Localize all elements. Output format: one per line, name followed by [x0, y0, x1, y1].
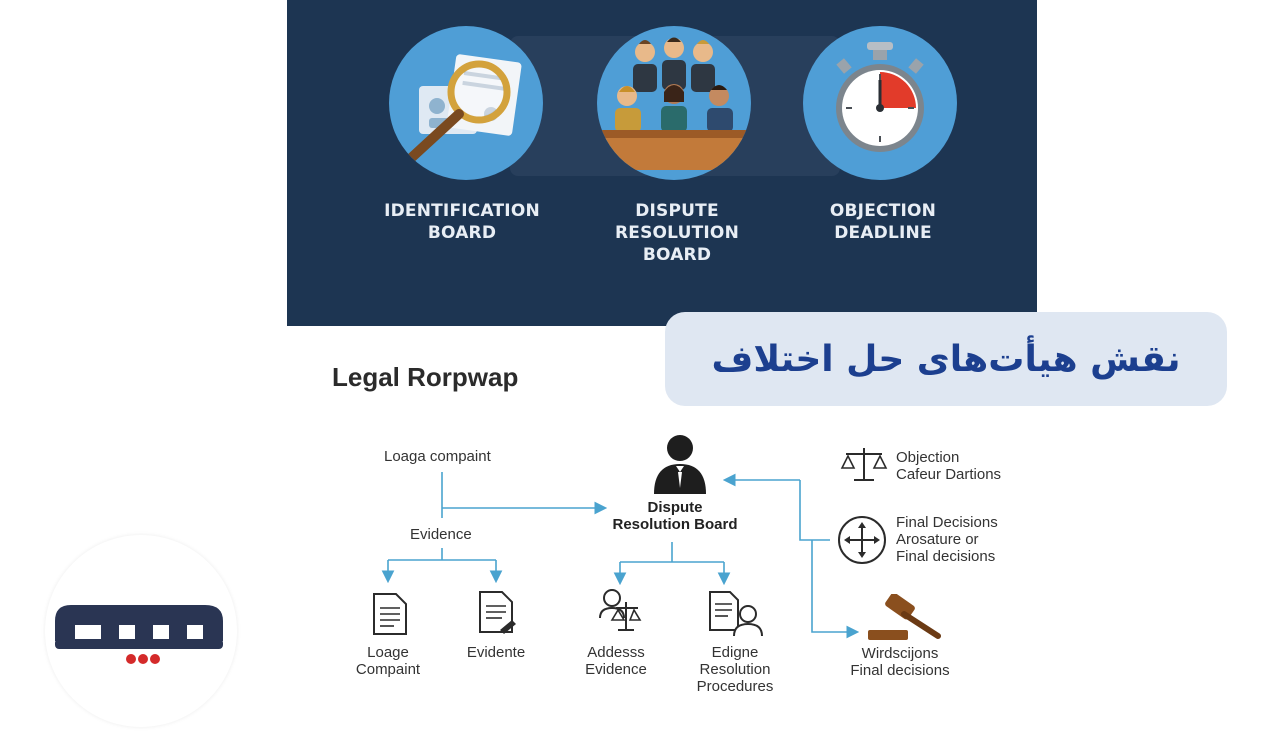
label-line: BOARD [427, 223, 497, 243]
label-line: RESOLUTION [614, 223, 740, 243]
complaint-label: Loaga compaint [384, 448, 491, 465]
final-decisions-label: Final Decisions Arosature or Final decis… [896, 514, 998, 565]
label-line: Edigne [711, 644, 759, 661]
document-person-icon [709, 591, 763, 637]
label-line: Dispute [647, 499, 703, 516]
person-icon [654, 435, 706, 494]
label-line: Addesss [587, 644, 645, 661]
magnifier-document-icon [404, 54, 522, 165]
label-line: Evidence [585, 661, 647, 678]
gavel-icon [868, 594, 941, 640]
stopwatch-icon [836, 42, 924, 152]
label-line: Resolution Board [612, 516, 738, 533]
objection-label: Objection Cafeur Dartions [896, 449, 1001, 483]
label-line: Objection [896, 449, 960, 466]
scales-of-justice-icon [840, 448, 888, 481]
dispute-resolution-board-label: DISPUTE RESOLUTION BOARD [577, 200, 777, 266]
scales-person-icon [599, 589, 642, 631]
persian-title-text: نقش هیأت‌های حل اختلاف [711, 338, 1181, 380]
brand-logo-mark [55, 605, 223, 664]
dispute-board-circle [597, 26, 751, 180]
resolution-procedures-label: Edigne Resolution Procedures [680, 644, 790, 695]
diagram-title: Legal Rorpwap [332, 362, 519, 392]
label-line: Loage [367, 644, 409, 661]
document-pen-icon [479, 591, 516, 634]
label-line: Resolution [699, 661, 771, 678]
gavel-final-decisions-label: Wirdscijons Final decisions [838, 645, 962, 679]
label-line: Procedures [696, 678, 774, 695]
label-line: Final decisions [896, 548, 996, 565]
dispute-board-node-label: Dispute Resolution Board [590, 499, 760, 533]
label-line: Compaint [355, 661, 421, 678]
connector [811, 540, 860, 639]
label-line: IDENTIFICATION [384, 201, 540, 221]
evidence-label: Evidence [410, 526, 472, 543]
label-line: Final decisions [850, 662, 950, 679]
label-line: DISPUTE [635, 201, 719, 221]
label-line: Wirdscijons [861, 645, 939, 662]
identification-circle [389, 26, 543, 180]
persian-title-box: نقش هیأت‌های حل اختلاف [665, 312, 1227, 406]
label-line: OBJECTION [829, 201, 937, 221]
label-line: Arosature or [896, 531, 979, 548]
label-line: DEADLINE [834, 223, 932, 243]
document-icon [373, 593, 407, 635]
crosshair-compass-icon [838, 516, 886, 564]
label-line: Final Decisions [896, 514, 998, 531]
address-evidence-label: Addesss Evidence [568, 644, 664, 678]
identification-board-label: IDENTIFICATION BOARD [362, 200, 562, 244]
doc-complaint-label: Loage Compaint [340, 644, 436, 678]
objection-deadline-label: OBJECTION DEADLINE [783, 200, 983, 244]
label-line: Cafeur Dartions [896, 466, 1002, 483]
connector [799, 480, 830, 541]
label-line: BOARD [642, 245, 712, 265]
brand-logo [45, 535, 237, 727]
doc-evidence-label: Evidente [466, 644, 526, 661]
objection-deadline-circle [803, 26, 957, 180]
